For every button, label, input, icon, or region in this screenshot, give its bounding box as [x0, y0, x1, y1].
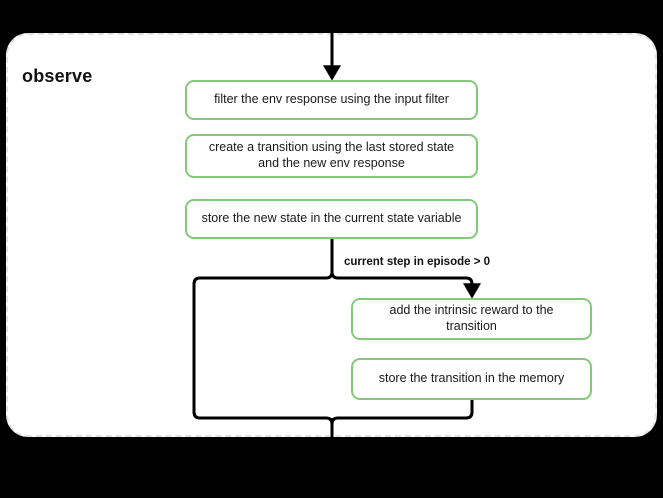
node-add-intrinsic-reward[interactable]: add the intrinsic reward to the transiti… [351, 298, 592, 340]
node-filter-env-response[interactable]: filter the env response using the input … [185, 80, 478, 120]
group-title-observe: observe [22, 66, 93, 86]
node-store-new-state[interactable]: store the new state in the current state… [185, 199, 478, 239]
edge-label-current-step: current step in episode > 0 [344, 256, 491, 268]
node-create-transition[interactable]: create a transition using the last store… [185, 134, 478, 178]
node-store-transition-memory[interactable]: store the transition in the memory [351, 358, 592, 400]
